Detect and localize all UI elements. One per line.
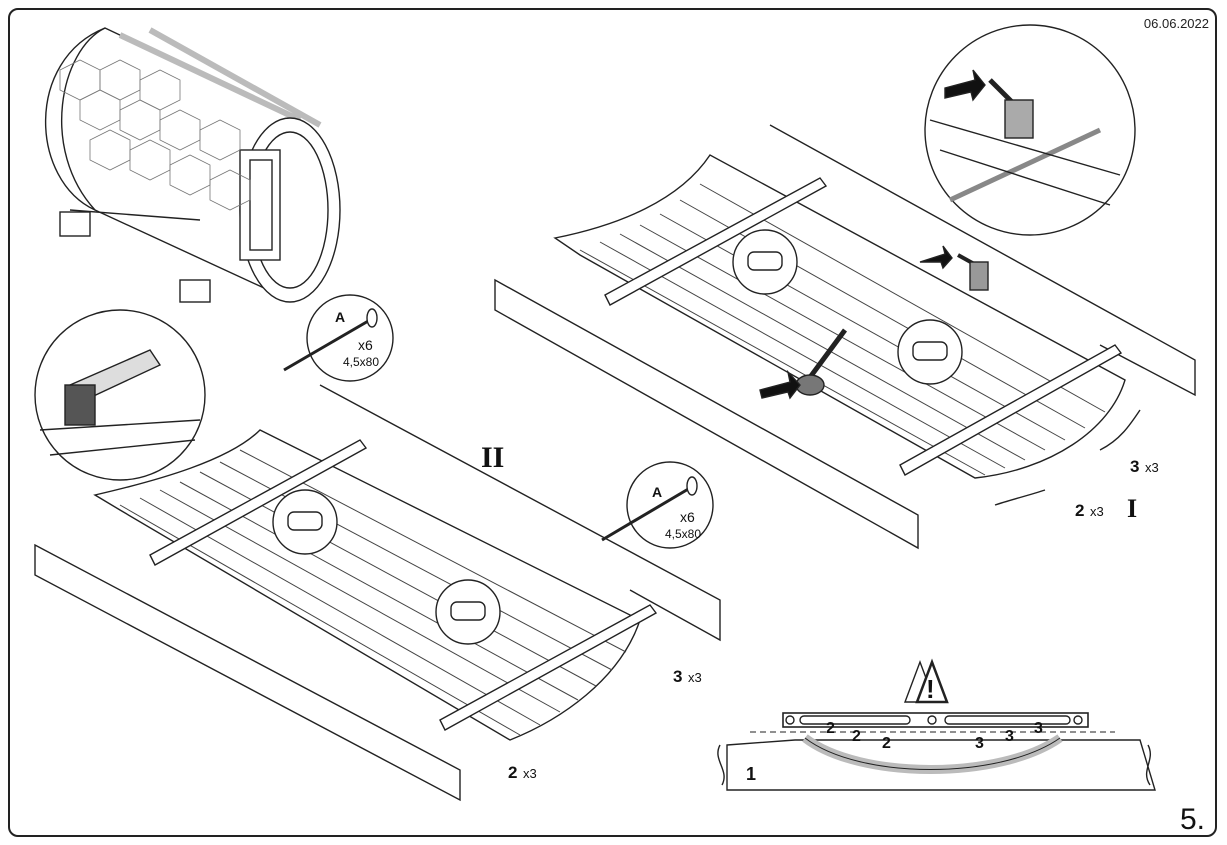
base-beam-label: 1 [746, 764, 756, 784]
phase-one-board-3-qty: x3 [1145, 460, 1159, 475]
phase-one-board-2: 2 [1075, 501, 1084, 520]
screw-quantity-right: x6 [680, 509, 695, 525]
phase-two-board-3: 3 [673, 667, 682, 686]
assembly-phase-one [494, 124, 1196, 550]
screw-size-right: 4,5x80 [665, 527, 701, 541]
mallet-detail-callout [924, 24, 1136, 236]
screw-code-top: A [335, 309, 345, 325]
phase-two-board-2-qty: x3 [523, 766, 537, 781]
level-alignment-detail [717, 658, 1156, 791]
warning-icon: ! [926, 674, 935, 704]
level-board-mark: 3 [1034, 720, 1043, 737]
phase-one-board-2-qty: x3 [1090, 504, 1104, 519]
screw-callout-right [601, 461, 714, 549]
screw-callout-top [283, 294, 394, 382]
level-board-mark: 3 [1005, 728, 1014, 745]
level-board-mark: 3 [975, 735, 984, 752]
drill-detail-callout [34, 309, 206, 481]
page-border [8, 8, 1217, 837]
step-number: 5. [1179, 803, 1205, 836]
screw-size-top: 4,5x80 [343, 355, 379, 369]
level-board-mark: 2 [826, 720, 835, 737]
phase-one-label: I [1127, 494, 1137, 523]
barrel-sauna-illustration [45, 27, 341, 303]
phase-two-board-3-qty: x3 [688, 670, 702, 685]
level-board-mark: 2 [882, 735, 891, 752]
assembly-phase-two [34, 384, 721, 802]
phase-one-board-3: 3 [1130, 457, 1139, 476]
screw-code-right: A [652, 484, 662, 500]
phase-two-board-2: 2 [508, 763, 517, 782]
screw-quantity-top: x6 [358, 337, 373, 353]
level-board-mark: 2 [852, 728, 861, 745]
phase-two-label: II [481, 441, 504, 474]
document-date: 06.06.2022 [1143, 16, 1209, 31]
